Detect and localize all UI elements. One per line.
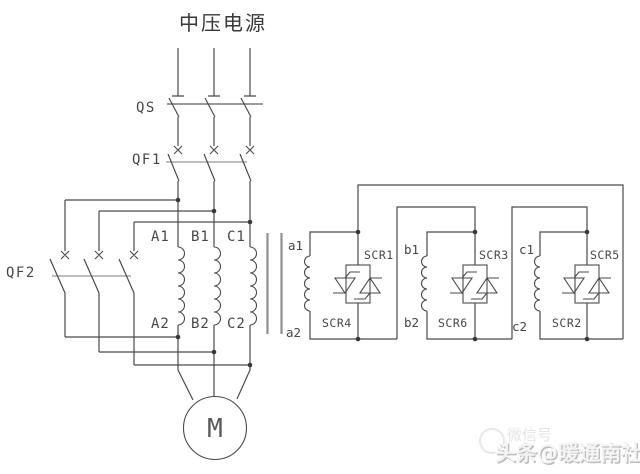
terminal-c1-label: C1 xyxy=(227,229,246,245)
secondary-b2-label: b2 xyxy=(404,315,419,330)
qf2-breaker-symbol: QF2 xyxy=(6,250,250,366)
secondary-c1-label: c1 xyxy=(519,242,534,257)
secondary-coil-a xyxy=(304,255,311,312)
primary-coil-b xyxy=(213,246,222,326)
scr-group-c: c1 c2 SCR5 SCR2 xyxy=(512,231,623,340)
motor-circle xyxy=(182,395,248,461)
secondary-a2-label: a2 xyxy=(286,325,301,340)
scr-module-box-a xyxy=(345,264,371,304)
diagram-title: 中压电源 xyxy=(179,11,267,35)
terminal-b1-label: B1 xyxy=(191,229,210,245)
secondary-coil-c xyxy=(534,255,541,312)
qf2-label: QF2 xyxy=(6,265,36,281)
scr-module-box-b xyxy=(462,264,488,304)
transformer-core-bars xyxy=(266,233,283,334)
secondary-coil-b xyxy=(421,255,428,312)
terminal-b2-label: B2 xyxy=(191,316,210,332)
terminal-a2-label: A2 xyxy=(151,316,170,332)
primary-coil-a xyxy=(177,246,186,326)
qs-label: QS xyxy=(136,100,156,116)
scr4-label: SCR4 xyxy=(322,316,352,330)
junction-dots xyxy=(175,197,590,368)
qf2-branch-wires xyxy=(64,199,250,251)
secondary-b1-label: b1 xyxy=(404,242,419,257)
scr1-label: SCR1 xyxy=(364,248,394,262)
qf1-label: QF1 xyxy=(132,152,162,168)
scr2-label: SCR2 xyxy=(552,316,582,330)
secondary-c2-label: c2 xyxy=(512,319,527,334)
scr-group-b: b1 b2 SCR3 SCR6 xyxy=(404,231,512,340)
qf1-breaker-symbol: QF1 xyxy=(132,145,255,222)
supply-lines xyxy=(172,48,256,97)
scr5-label: SCR5 xyxy=(590,248,620,262)
secondary-a1-label: a1 xyxy=(288,238,303,253)
motor-symbol: M xyxy=(177,337,251,461)
scr3-label: SCR3 xyxy=(479,248,509,262)
motor-label: M xyxy=(207,414,223,444)
primary-coil-c xyxy=(249,246,258,326)
terminal-a1-label: A1 xyxy=(151,229,170,245)
terminal-c2-label: C2 xyxy=(227,316,246,332)
scr-module-box-c xyxy=(574,264,600,304)
scr6-label: SCR6 xyxy=(438,316,468,330)
qs-disconnector-symbol: QS xyxy=(136,97,263,146)
scr-group-a: a1 a2 SCR1 SCR4 xyxy=(286,231,397,340)
scr-network-rails xyxy=(357,184,624,339)
transformer-primary: A1 B1 C1 A2 B2 C2 xyxy=(151,200,283,365)
